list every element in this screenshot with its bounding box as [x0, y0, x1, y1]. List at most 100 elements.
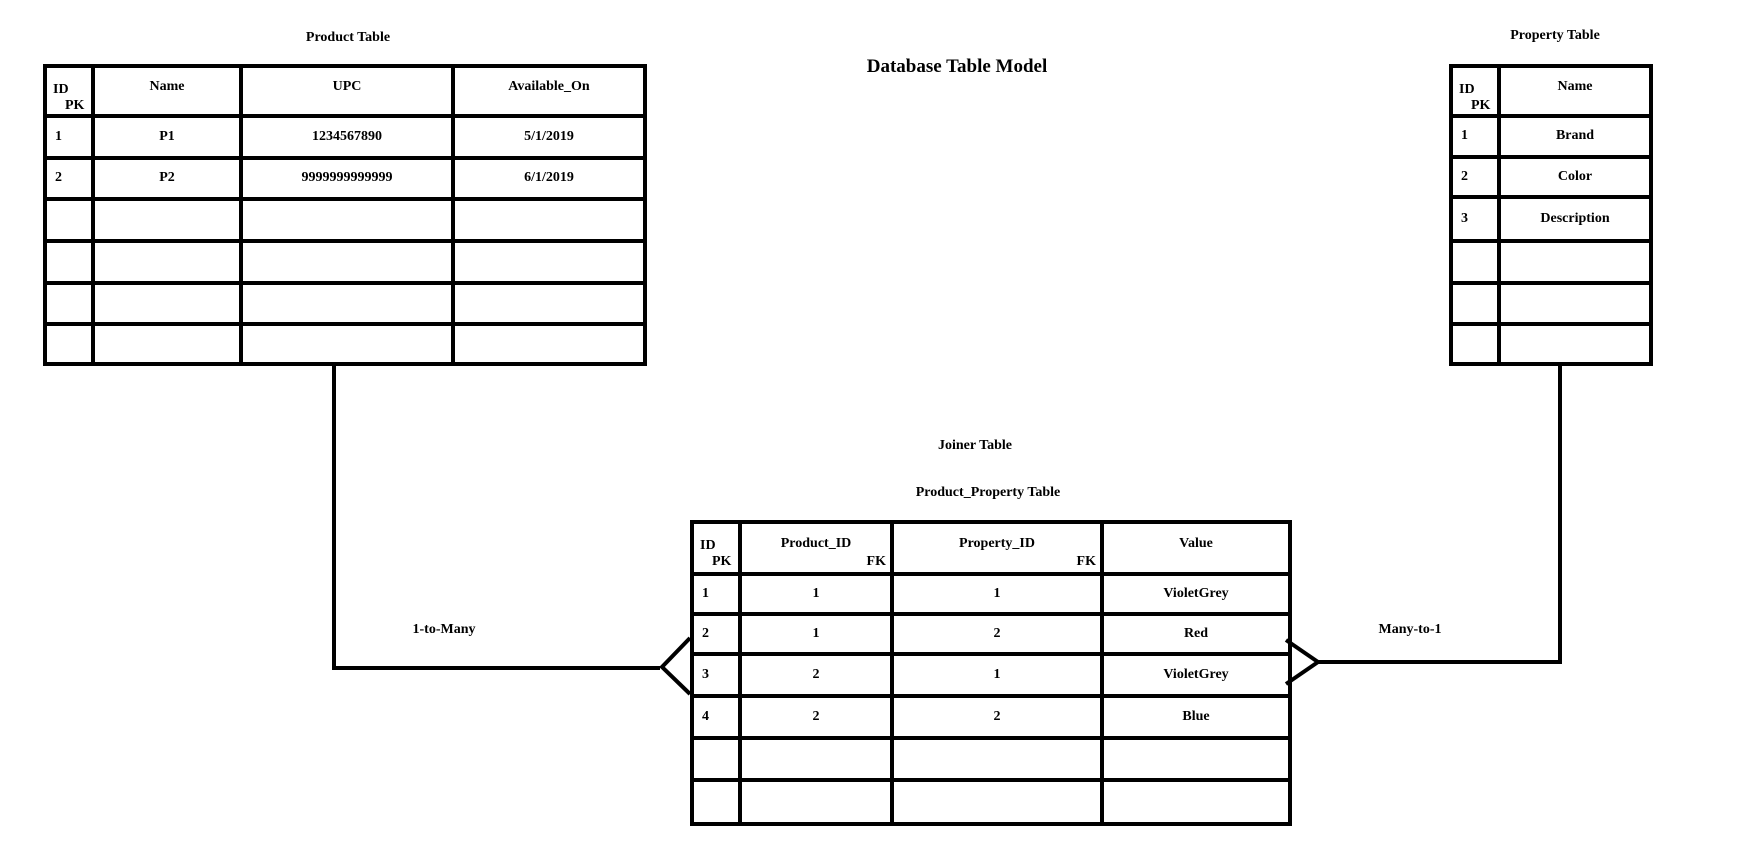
- column-header-label: Property_ID: [959, 536, 1035, 551]
- table-cell: 1: [890, 572, 1104, 616]
- column-header-id: ID PK: [43, 63, 95, 119]
- column-header-property-id: Property_ID FK: [890, 520, 1104, 576]
- column-header-product-id: Product_ID FK: [738, 520, 894, 576]
- table-cell: [1100, 778, 1292, 826]
- table-row: 1 1 1 VioletGrey: [690, 572, 1292, 616]
- relationship-label-many-to-one: Many-to-1: [1378, 622, 1442, 637]
- table-cell: [890, 736, 1104, 782]
- table-row: 2 1 2 Red: [690, 612, 1292, 656]
- table-cell: 2: [43, 155, 95, 201]
- table-cell: [1100, 736, 1292, 782]
- table-cell: [1449, 321, 1501, 367]
- product-table-title: Product Table: [305, 30, 391, 45]
- table-cell: 2: [690, 612, 742, 656]
- table-row: 1 Brand: [1449, 114, 1653, 159]
- table-cell: 2: [890, 612, 1104, 656]
- table-cell: [890, 778, 1104, 826]
- relationship-label-one-to-many: 1-to-Many: [412, 622, 476, 637]
- column-header-id: ID PK: [1449, 63, 1501, 119]
- table-cell: Brand: [1497, 114, 1653, 159]
- column-header-label: Value: [1179, 536, 1213, 551]
- table-row: [1449, 321, 1653, 367]
- foreign-key-tag: FK: [1076, 554, 1096, 569]
- primary-key-tag: PK: [1471, 98, 1491, 113]
- table-cell: [690, 778, 742, 826]
- column-header-available-on: Available_On: [451, 63, 647, 119]
- table-row: [1449, 239, 1653, 286]
- table-row: 3 2 1 VioletGrey: [690, 652, 1292, 698]
- table-cell: 1: [43, 114, 95, 160]
- column-header-label: Product_ID: [780, 536, 852, 551]
- table-cell: [91, 321, 243, 367]
- column-header-value: Value: [1100, 520, 1292, 576]
- table-cell: [239, 321, 455, 367]
- table-cell: [43, 321, 95, 367]
- column-header-id: ID PK: [690, 520, 742, 576]
- table-header-row: ID PK Name: [1449, 63, 1653, 119]
- table-cell: 3: [1449, 194, 1501, 244]
- table-cell: Color: [1497, 154, 1653, 199]
- table-cell: [738, 736, 894, 782]
- table-header-row: ID PK Name UPC Available_On: [43, 63, 647, 119]
- table-cell: 6/1/2019: [451, 155, 647, 201]
- table-cell: VioletGrey: [1100, 572, 1292, 616]
- table-header-row: ID PK Product_ID FK Property_ID FK Value: [690, 520, 1292, 576]
- product-table: ID PK Name UPC Available_On 1 P1 1234567…: [43, 63, 647, 367]
- joiner-table: ID PK Product_ID FK Property_ID FK Value…: [690, 520, 1292, 826]
- table-row: [43, 281, 647, 326]
- table-cell: Description: [1497, 194, 1653, 244]
- table-row: [43, 321, 647, 367]
- table-row: [43, 239, 647, 286]
- table-row: [690, 778, 1292, 826]
- table-cell: VioletGrey: [1100, 652, 1292, 698]
- table-cell: [1497, 281, 1653, 326]
- table-cell: [451, 281, 647, 326]
- table-cell: 2: [1449, 154, 1501, 199]
- table-cell: [239, 281, 455, 326]
- table-row: 3 Description: [1449, 194, 1653, 244]
- table-cell: 2: [738, 694, 894, 740]
- table-cell: [43, 196, 95, 244]
- primary-key-tag: PK: [712, 554, 732, 569]
- column-header-label: Available_On: [508, 79, 590, 95]
- table-cell: 1: [690, 572, 742, 616]
- table-row: 1 P1 1234567890 5/1/2019: [43, 114, 647, 160]
- column-header-upc: UPC: [239, 63, 455, 119]
- table-cell: P2: [91, 155, 243, 201]
- table-row: 4 2 2 Blue: [690, 694, 1292, 740]
- table-cell: 1: [1449, 114, 1501, 159]
- column-header-label: Name: [149, 79, 185, 95]
- table-cell: [43, 239, 95, 286]
- table-row: [43, 196, 647, 244]
- table-cell: 5/1/2019: [451, 114, 647, 160]
- table-cell: [91, 281, 243, 326]
- property-table-title: Property Table: [1510, 28, 1600, 43]
- table-cell: 1: [738, 572, 894, 616]
- table-row: [690, 736, 1292, 782]
- table-cell: 2: [890, 694, 1104, 740]
- connector-product-joiner: [332, 363, 660, 670]
- table-cell: [738, 778, 894, 826]
- column-header-label: ID: [700, 538, 716, 553]
- column-header-label: Name: [1557, 79, 1593, 95]
- table-cell: [451, 321, 647, 367]
- table-cell: [91, 239, 243, 286]
- table-row: 2 Color: [1449, 154, 1653, 199]
- column-header-label: ID: [53, 82, 69, 97]
- property-table: ID PK Name 1 Brand 2 Color 3 Description: [1449, 63, 1653, 367]
- table-cell: Blue: [1100, 694, 1292, 740]
- table-cell: [690, 736, 742, 782]
- table-cell: [43, 281, 95, 326]
- table-cell: 1: [738, 612, 894, 656]
- table-cell: [1449, 281, 1501, 326]
- table-cell: 3: [690, 652, 742, 698]
- table-cell: [451, 239, 647, 286]
- table-cell: [451, 196, 647, 244]
- table-cell: [1497, 321, 1653, 367]
- table-cell: 1: [890, 652, 1104, 698]
- table-cell: [91, 196, 243, 244]
- column-header-label: UPC: [332, 79, 362, 95]
- column-header-label: ID: [1459, 82, 1475, 97]
- joiner-table-caption: Joiner Table: [937, 438, 1013, 453]
